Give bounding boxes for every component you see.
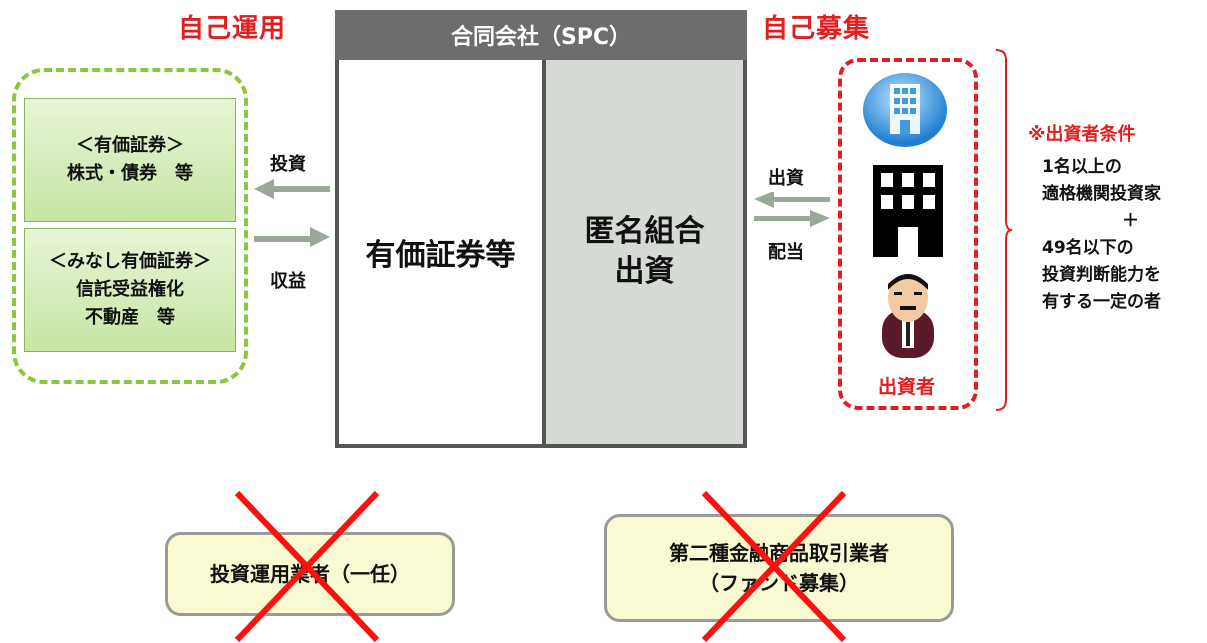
- left-arrows-icon: [254, 179, 330, 247]
- conditions-title: ※出資者条件: [1028, 124, 1136, 145]
- securities-examples: 株式・債券 等: [67, 163, 193, 184]
- building-black-icon: [873, 165, 943, 257]
- securities-title: ＜有価証券＞: [76, 135, 184, 156]
- person-icon: [882, 274, 934, 358]
- securities-box: ＜有価証券＞ 株式・債券 等: [24, 98, 236, 222]
- assets-group: [12, 68, 248, 384]
- contribution-label: 出資: [768, 168, 804, 189]
- spc-body: [335, 60, 747, 448]
- spc-silent-partnership-line1: 匿名組合: [584, 214, 705, 249]
- investors-group: [838, 58, 978, 410]
- invest-label: 投資: [270, 154, 306, 175]
- bracket-icon: [995, 49, 1013, 411]
- heading-self-solicitation: 自己募集: [762, 14, 871, 44]
- right-arrows-icon: [754, 192, 830, 227]
- conditions-line1: 1名以上の: [1042, 157, 1122, 177]
- building-blue-icon: [863, 73, 947, 147]
- profit-label: 収益: [270, 271, 306, 292]
- conditions-line5: 有する一定の者: [1042, 292, 1161, 312]
- conditions-line4: 投資判断能力を: [1042, 265, 1161, 285]
- deemed-securities-title: ＜みなし有価証券＞: [49, 251, 211, 272]
- heading-self-operation: 自己運用: [178, 14, 287, 44]
- deemed-securities-box: ＜みなし有価証券＞ 信託受益権化 不動産 等: [24, 228, 236, 352]
- cross-mark-icon: [701, 490, 847, 643]
- cross-mark-icon: [234, 490, 380, 643]
- deemed-securities-example2: 不動産 等: [85, 307, 175, 328]
- dividend-label: 配当: [768, 242, 804, 263]
- spc-silent-partnership: 匿名組合 出資: [546, 60, 743, 444]
- spc-silent-partnership-line2: 出資: [614, 254, 675, 289]
- conditions-text: 1名以上の 適格機関投資家 ＋ 49名以下の 投資判断能力を 有する一定の者: [1042, 154, 1207, 316]
- conditions-line2: 適格機関投資家: [1042, 184, 1161, 204]
- spc-securities: 有価証券等: [339, 60, 546, 444]
- investors-label: 出資者: [878, 376, 936, 398]
- conditions-line3: 49名以下の: [1042, 238, 1134, 258]
- spc-securities-label: 有価証券等: [365, 238, 516, 273]
- spc-header: 合同会社（SPC）: [335, 10, 747, 60]
- deemed-securities-example1: 信託受益権化: [76, 279, 184, 300]
- conditions-plus: ＋: [1122, 211, 1139, 231]
